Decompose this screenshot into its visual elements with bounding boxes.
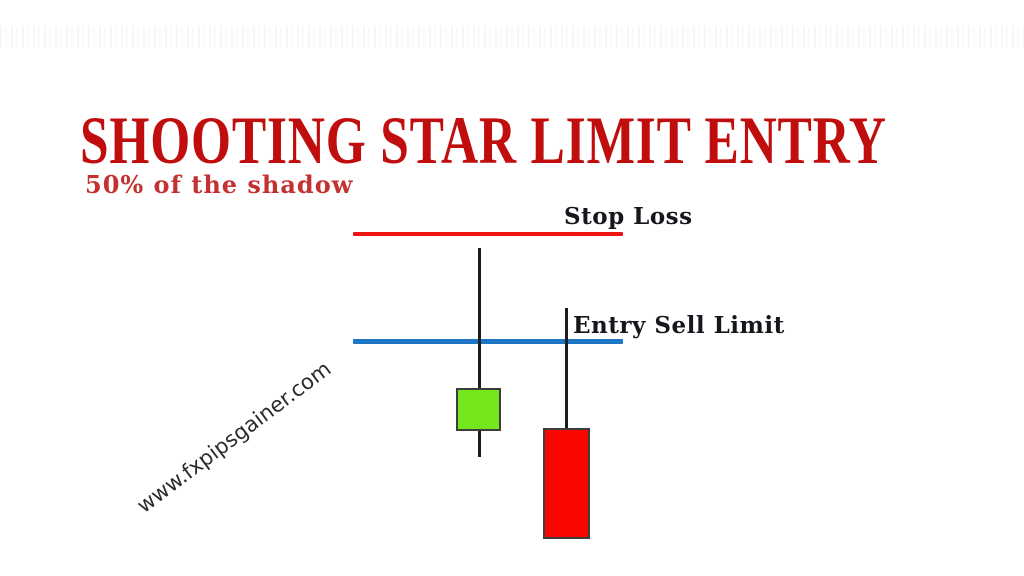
shooting-star-shadow-wick: [478, 248, 481, 457]
bearish-candle-upper-wick: [565, 308, 568, 430]
entry-sell-limit-label: Entry Sell Limit: [573, 312, 785, 339]
stop-loss-line: [353, 232, 623, 236]
shooting-star-candle-body: [456, 388, 501, 431]
subtitle-50-percent-of-shadow: 50% of the shadow: [85, 170, 354, 199]
watermark-text: www.fxpipsgainer.com: [132, 356, 336, 518]
stop-loss-label: Stop Loss: [564, 203, 693, 230]
bearish-candle-body: [543, 428, 590, 539]
top-texture-band: [0, 26, 1024, 48]
page-title: SHOOTING STAR LIMIT ENTRY: [80, 104, 887, 179]
entry-sell-limit-line: [353, 339, 623, 344]
